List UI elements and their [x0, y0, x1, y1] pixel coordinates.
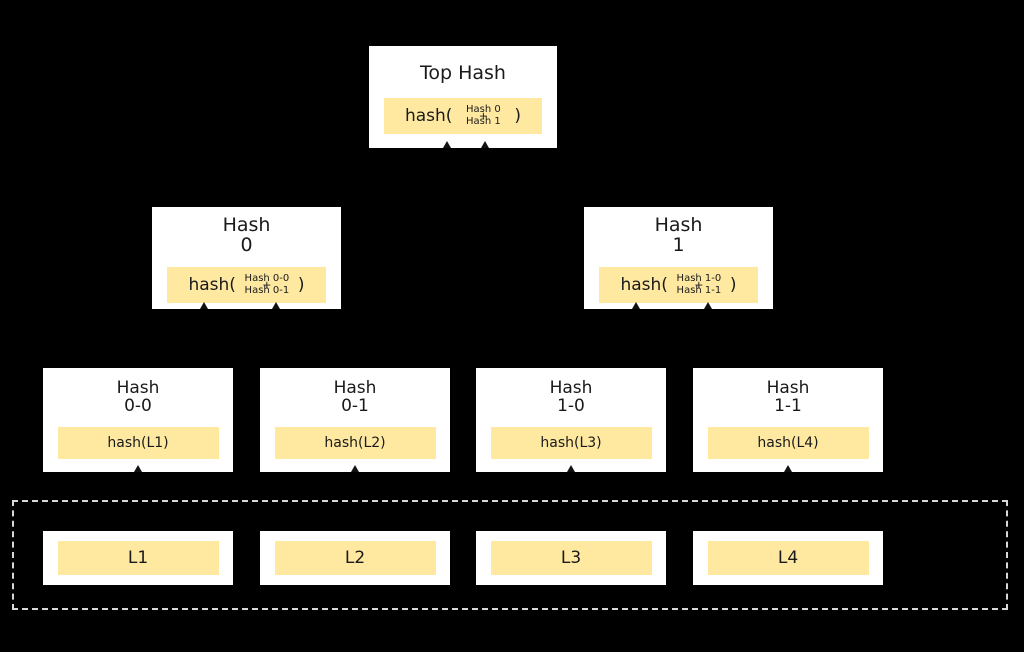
arrowhead-from-hash-0-1: [272, 302, 280, 309]
formula-open-paren: hash(: [404, 106, 453, 127]
node-hash-0-1[interactable]: Hash 0-1 hash(L2): [260, 368, 450, 472]
node-hash-1-0[interactable]: Hash 1-0 hash(L3): [476, 368, 666, 472]
formula-close-paren: ): [514, 106, 522, 127]
data-block-l1[interactable]: L1: [43, 531, 233, 585]
formula-operator: +: [262, 278, 272, 292]
node-hash-0-1-formula: hash(L2): [274, 427, 436, 460]
node-top-hash-formula: hash( Hash 0 + Hash 1 ): [384, 98, 542, 135]
node-hash-1-1-formula: hash(L4): [707, 427, 869, 460]
formula-operands: Hash 0-0 + Hash 0-1: [240, 274, 294, 296]
formula-operands: Hash 0 + Hash 1: [456, 105, 510, 127]
node-hash-0[interactable]: Hash 0 hash( Hash 0-0 + Hash 0-1 ): [152, 207, 341, 309]
formula-operand-a: Hash 1-0: [676, 273, 722, 285]
formula-operands: Hash 1-0 + Hash 1-1: [672, 274, 726, 296]
data-block-l2-label: L2: [274, 541, 436, 575]
formula-open-paren: hash(: [620, 275, 668, 296]
node-hash-0-formula: hash( Hash 0-0 + Hash 0-1 ): [167, 267, 326, 304]
node-hash-1-1-title: Hash 1-1: [766, 378, 810, 417]
arrowhead-from-hash-1: [481, 141, 489, 148]
arrowhead-from-block-l2: [351, 465, 359, 472]
formula-operand-b: Hash 1-1: [676, 285, 722, 297]
node-hash-0-title: Hash 0: [222, 214, 271, 257]
node-hash-1-1[interactable]: Hash 1-1 hash(L4): [693, 368, 883, 472]
data-block-l3[interactable]: L3: [476, 531, 666, 585]
data-block-l3-label: L3: [490, 541, 652, 575]
formula-operator: +: [694, 278, 704, 292]
arrowhead-from-hash-0-0: [200, 302, 208, 309]
formula-open-paren: hash(: [188, 275, 236, 296]
node-hash-0-0-formula: hash(L1): [57, 427, 219, 460]
arrowhead-from-hash-0: [443, 141, 451, 148]
arrowhead-from-hash-1-1: [704, 302, 712, 309]
formula-close-paren: ): [297, 275, 305, 296]
arrowhead-from-block-l1: [134, 465, 142, 472]
node-hash-1-formula: hash( Hash 1-0 + Hash 1-1 ): [599, 267, 758, 304]
node-hash-1-0-formula: hash(L3): [490, 427, 652, 460]
data-block-l2[interactable]: L2: [260, 531, 450, 585]
formula-operand-a: Hash 0: [466, 104, 501, 116]
arrowhead-from-block-l3: [567, 465, 575, 472]
node-top-hash[interactable]: Top Hash hash( Hash 0 + Hash 1 ): [369, 46, 557, 148]
node-hash-1-title: Hash 1: [654, 214, 703, 257]
node-hash-0-0-title: Hash 0-0: [116, 378, 160, 417]
node-top-hash-title: Top Hash: [420, 62, 506, 84]
arrowhead-from-hash-1-0: [632, 302, 640, 309]
formula-operand-b: Hash 0-1: [244, 285, 290, 297]
formula-operator: +: [478, 109, 489, 123]
formula-operand-b: Hash 1: [466, 116, 501, 128]
node-hash-1[interactable]: Hash 1 hash( Hash 1-0 + Hash 1-1 ): [584, 207, 773, 309]
node-hash-0-1-title: Hash 0-1: [333, 378, 377, 417]
data-blocks-group: [12, 500, 1008, 610]
formula-close-paren: ): [729, 275, 737, 296]
arrowhead-from-block-l4: [784, 465, 792, 472]
node-hash-0-0[interactable]: Hash 0-0 hash(L1): [43, 368, 233, 472]
data-block-l1-label: L1: [57, 541, 219, 575]
data-block-l4-label: L4: [707, 541, 869, 575]
node-hash-1-0-title: Hash 1-0: [549, 378, 593, 417]
data-block-l4[interactable]: L4: [693, 531, 883, 585]
formula-operand-a: Hash 0-0: [244, 273, 290, 285]
